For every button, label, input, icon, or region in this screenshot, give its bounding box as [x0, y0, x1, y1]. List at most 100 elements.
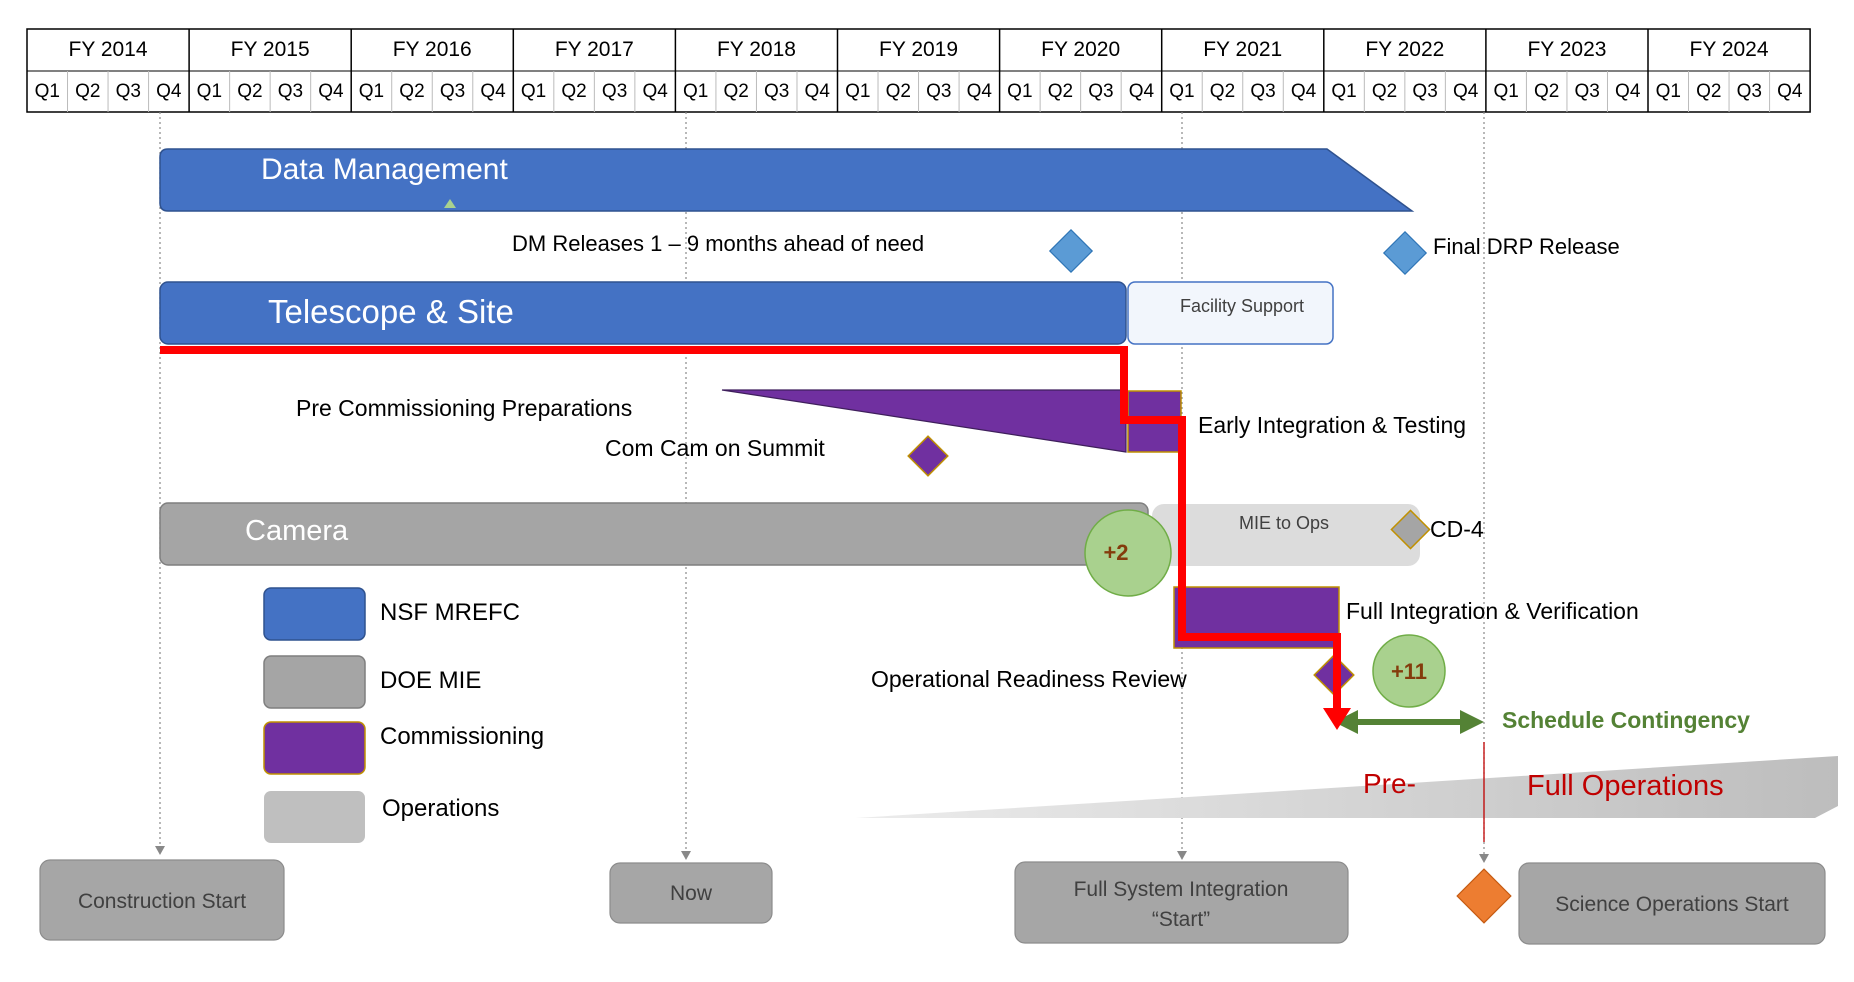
quarter-label: Q3 [1737, 81, 1762, 102]
comcam-diamond [907, 435, 949, 477]
quarter-label: Q2 [1534, 81, 1559, 102]
year-label: FY 2021 [1203, 38, 1282, 61]
year-label: FY 2020 [1041, 38, 1120, 61]
quarter-label: Q3 [116, 81, 141, 102]
quarter-label: Q4 [642, 81, 668, 102]
legend-swatch-commissioning [263, 721, 366, 775]
data-management-marker [444, 199, 456, 208]
quarter-label: Q1 [1169, 81, 1194, 102]
year-label: FY 2016 [393, 38, 472, 61]
legend-label-doe: DOE MIE [380, 667, 481, 694]
arrowhead-construction-start [155, 846, 165, 855]
year-label: FY 2017 [555, 38, 634, 61]
arrowhead-full-system-integration [1177, 851, 1187, 860]
year-label: FY 2018 [717, 38, 796, 61]
science-operations-start-label: Science Operations Start [1555, 893, 1789, 916]
quarter-label: Q3 [764, 81, 789, 102]
quarter-label: Q1 [683, 81, 708, 102]
quarter-label: Q4 [1777, 81, 1803, 102]
quarter-label: Q3 [1088, 81, 1113, 102]
quarter-label: Q1 [1007, 81, 1032, 102]
now-label: Now [670, 882, 713, 905]
now-box [609, 862, 773, 924]
quarter-label: Q3 [278, 81, 303, 102]
plus2-badge [1084, 509, 1172, 597]
final-drp-label: Final DRP Release [1433, 234, 1620, 259]
year-label: FY 2022 [1365, 38, 1444, 61]
mie-to-ops-label: MIE to Ops [1239, 513, 1329, 533]
legend-swatch-doe [263, 655, 366, 709]
quarter-label: Q3 [602, 81, 627, 102]
schedule-contingency-arrow [1334, 710, 1484, 734]
construction-start-box [39, 859, 285, 941]
full-system-integration-label-line1: Full System Integration [1074, 878, 1289, 901]
quarter-label: Q3 [1575, 81, 1600, 102]
legend-label-operations: Operations [382, 795, 499, 822]
construction-start-label: Construction Start [78, 890, 246, 913]
full-system-integration-label-line2: “Start” [1152, 908, 1210, 931]
legend-label-nsf: NSF MREFC [380, 599, 520, 626]
quarter-label: Q1 [35, 81, 60, 102]
quarter-label: Q4 [1291, 81, 1317, 102]
full-system-integration-box [1014, 861, 1349, 944]
plus11-badge [1372, 634, 1446, 708]
quarter-label: Q2 [724, 81, 749, 102]
quarter-label: Q4 [1129, 81, 1155, 102]
critical-path-line [160, 346, 1341, 710]
quarter-label: Q1 [1656, 81, 1681, 102]
final-drp-diamond [1382, 230, 1428, 276]
critical-path-arrowhead [1323, 708, 1351, 730]
year-label: FY 2015 [231, 38, 310, 61]
telescope-site-label: Telescope & Site [268, 293, 514, 330]
plus2-badge-text: +2 [1103, 540, 1128, 565]
telescope-site-bar [159, 281, 1127, 345]
quarter-label: Q2 [1210, 81, 1235, 102]
dm-release-diamond [1048, 228, 1094, 274]
dm-releases-label: DM Releases 1 – 9 months ahead of need [512, 231, 924, 256]
full-operations-label: Full Operations [1527, 770, 1724, 802]
facility-support-bar [1127, 281, 1334, 345]
quarter-label: Q4 [480, 81, 506, 102]
full-integration-label: Full Integration & Verification [1346, 598, 1639, 624]
quarter-label: Q2 [561, 81, 586, 102]
quarter-label: Q1 [359, 81, 384, 102]
legend-swatch-operations [264, 791, 365, 843]
quarter-label: Q4 [967, 81, 993, 102]
quarter-label: Q1 [845, 81, 870, 102]
quarter-label: Q2 [1048, 81, 1073, 102]
science-operations-diamond [1456, 868, 1512, 924]
quarter-label: Q3 [440, 81, 465, 102]
comcam-label: Com Cam on Summit [605, 435, 825, 461]
schedule-contingency-label: Schedule Contingency [1502, 707, 1750, 733]
cd4-label: CD-4 [1430, 516, 1484, 542]
quarter-label: Q1 [197, 81, 222, 102]
legend: NSF MREFC DOE MIE Commissioning Operatio… [263, 587, 544, 843]
facility-support-label: Facility Support [1180, 296, 1304, 316]
orr-label: Operational Readiness Review [871, 666, 1187, 692]
milestones: Construction Start Now Full System Integ… [39, 859, 1826, 945]
quarter-label: Q1 [521, 81, 546, 102]
quarter-label: Q3 [926, 81, 951, 102]
quarter-label: Q1 [1493, 81, 1518, 102]
legend-swatch-nsf [263, 587, 366, 641]
year-label: FY 2014 [69, 38, 148, 61]
year-label: FY 2024 [1690, 38, 1769, 61]
early-integration-label: Early Integration & Testing [1198, 412, 1466, 438]
mie-to-ops-bar [1152, 504, 1420, 566]
quarter-label: Q2 [1696, 81, 1721, 102]
data-management-bar [159, 148, 1415, 212]
legend-label-commissioning: Commissioning [380, 723, 544, 750]
quarter-label: Q4 [318, 81, 344, 102]
quarter-label: Q4 [1615, 81, 1641, 102]
plus11-badge-text: +11 [1391, 659, 1427, 684]
quarter-label: Q3 [1412, 81, 1437, 102]
quarter-label: Q2 [1372, 81, 1397, 102]
quarter-label: Q4 [805, 81, 831, 102]
year-label: FY 2023 [1527, 38, 1606, 61]
quarter-label: Q2 [75, 81, 100, 102]
quarter-label: Q3 [1250, 81, 1275, 102]
operations-ramp [856, 756, 1838, 818]
quarter-label: Q1 [1331, 81, 1356, 102]
